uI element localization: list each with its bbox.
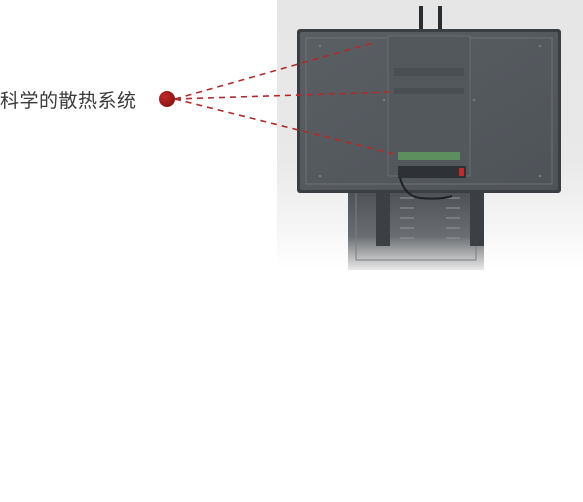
display-back-panel <box>297 29 561 200</box>
callout-label: 科学的散热系统 <box>0 90 137 112</box>
callout-marker-dot <box>159 91 175 107</box>
floor-stand <box>348 176 484 270</box>
callout-lines <box>174 41 395 155</box>
antenna-pair <box>419 6 442 34</box>
